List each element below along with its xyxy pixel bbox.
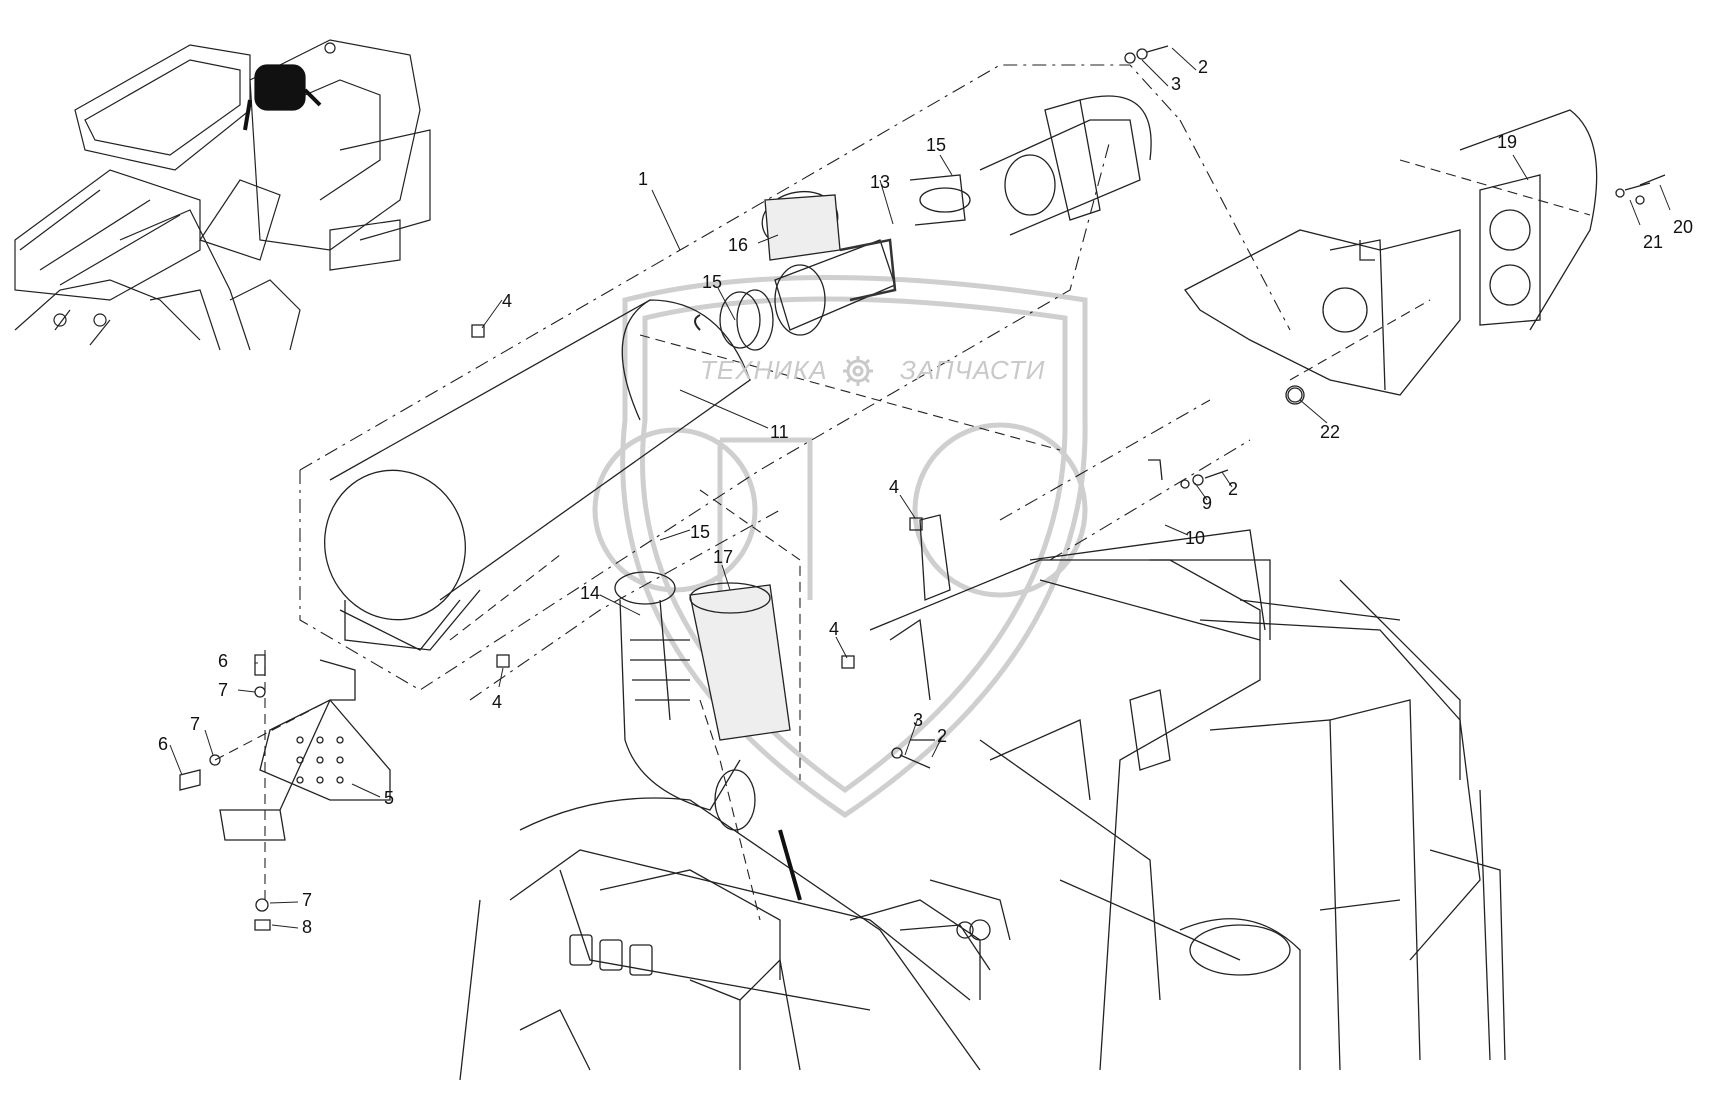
watermark-shield: [592, 275, 1088, 819]
callout-6: 6: [158, 734, 169, 754]
callout-22: 22: [1320, 422, 1341, 442]
bracket-5: [179, 654, 391, 931]
fasteners: [471, 45, 1651, 769]
engine-frame: [869, 514, 1506, 1071]
callout-3: 3: [1171, 74, 1182, 94]
callout-21: 21: [1643, 232, 1664, 252]
callout-1: 1: [638, 169, 649, 189]
callout-2: 2: [937, 726, 948, 746]
engine-block: [459, 797, 1011, 1081]
callout-15: 15: [702, 272, 723, 292]
callout-4: 4: [829, 619, 840, 639]
callout-8: 8: [302, 917, 313, 937]
callout-6: 6: [218, 651, 229, 671]
callout-13: 13: [870, 172, 891, 192]
machine-inset-view: [14, 39, 431, 351]
callout-14: 14: [580, 583, 601, 603]
callout-5: 5: [384, 788, 395, 808]
callout-4: 4: [502, 291, 513, 311]
upper-right-parts: [1184, 109, 1666, 403]
main-duct-11: [324, 299, 751, 651]
watermark-text-right: ЗАПЧАСТИ: [900, 355, 1046, 385]
callout-leaders: [169, 47, 1671, 929]
phantom-outline: [299, 64, 1291, 701]
callout-2: 2: [1228, 479, 1239, 499]
callout-3: 3: [913, 710, 924, 730]
callout-7: 7: [218, 680, 229, 700]
lower-pipes: [614, 571, 791, 831]
watermark-text-left: ТЕХНИКА: [700, 355, 828, 385]
callout-9: 9: [1202, 493, 1213, 513]
gear-icon: [843, 356, 873, 386]
callout-10: 10: [1185, 528, 1206, 548]
callout-17: 17: [713, 547, 734, 567]
callout-19: 19: [1497, 132, 1518, 152]
callout-4: 4: [492, 692, 503, 712]
callout-16: 16: [728, 235, 749, 255]
upper-pipes: [719, 95, 1152, 351]
callout-15: 15: [926, 135, 947, 155]
callout-7: 7: [302, 890, 313, 910]
leader-dash-lines: [214, 159, 1591, 921]
callout-4: 4: [889, 477, 900, 497]
callout-7: 7: [190, 714, 201, 734]
callout-20: 20: [1673, 217, 1694, 237]
callout-15: 15: [690, 522, 711, 542]
callout-11: 11: [770, 422, 789, 442]
callout-2: 2: [1198, 57, 1209, 77]
